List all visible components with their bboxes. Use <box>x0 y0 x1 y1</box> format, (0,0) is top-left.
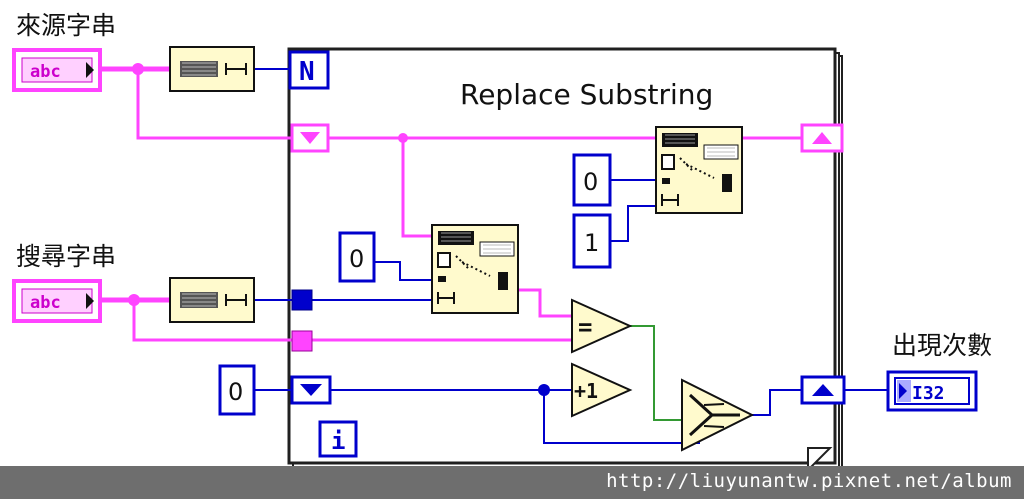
replace-substring-node[interactable] <box>655 126 743 214</box>
loop-title: Replace Substring <box>460 78 713 111</box>
source-type-text: abc <box>30 62 61 82</box>
search-type-text: abc <box>30 293 61 313</box>
equal-node[interactable]: = <box>571 298 633 354</box>
search-junction-dot <box>128 294 140 306</box>
string-length-node-search[interactable] <box>169 277 255 323</box>
loop-junction-dot <box>398 133 408 143</box>
occurrences-indicator[interactable]: I32 <box>886 370 978 412</box>
numeric-wires <box>254 68 888 444</box>
shift-register-right-numeric[interactable] <box>800 375 846 405</box>
search-string-control[interactable]: abc <box>12 279 102 323</box>
boolean-wires <box>630 325 682 421</box>
source-junction-dot <box>132 63 144 75</box>
const-count-init[interactable]: 0 <box>218 364 256 416</box>
shift-register-left-numeric[interactable] <box>290 375 332 405</box>
svg-text:0: 0 <box>228 378 243 406</box>
search-length-tunnel[interactable] <box>291 289 313 311</box>
block-diagram: Replace Substring 來源字串 abc <box>12 11 992 466</box>
loop-page-corner <box>807 447 833 466</box>
select-node[interactable] <box>681 378 755 452</box>
source-string-label: 來源字串 <box>16 11 116 40</box>
occurrences-label: 出現次數 <box>892 331 992 360</box>
shift-register-right-string[interactable] <box>800 123 844 153</box>
iteration-terminal-text: i <box>331 427 345 455</box>
string-length-node-source[interactable] <box>169 46 255 92</box>
svg-text:1: 1 <box>584 229 599 257</box>
search-replace-node[interactable] <box>431 224 519 314</box>
while-loop-frame[interactable] <box>287 47 843 466</box>
svg-text:0: 0 <box>583 168 598 196</box>
watermark-text: http://liuyunantw.pixnet.net/album <box>606 470 1012 492</box>
loop-count-terminal[interactable]: N <box>288 50 330 90</box>
const-replace-length[interactable]: 1 <box>572 213 612 269</box>
watermark-bar: http://liuyunantw.pixnet.net/album <box>0 466 1024 499</box>
search-string-label: 搜尋字串 <box>16 242 116 271</box>
output-type-text: I32 <box>912 383 945 404</box>
shift-register-left-string[interactable] <box>290 123 330 153</box>
svg-text:0: 0 <box>349 245 364 273</box>
count-junction-dot <box>538 384 550 396</box>
iteration-terminal[interactable]: i <box>318 420 358 458</box>
const-replace-offset[interactable]: 0 <box>572 153 612 207</box>
const-search-offset[interactable]: 0 <box>338 231 376 283</box>
search-string-tunnel[interactable] <box>291 330 313 352</box>
svg-text:+1: +1 <box>574 379 598 403</box>
source-string-control[interactable]: abc <box>12 48 102 92</box>
increment-node[interactable]: +1 <box>571 362 633 418</box>
count-terminal-text: N <box>299 57 315 87</box>
svg-text:=: = <box>578 313 592 341</box>
